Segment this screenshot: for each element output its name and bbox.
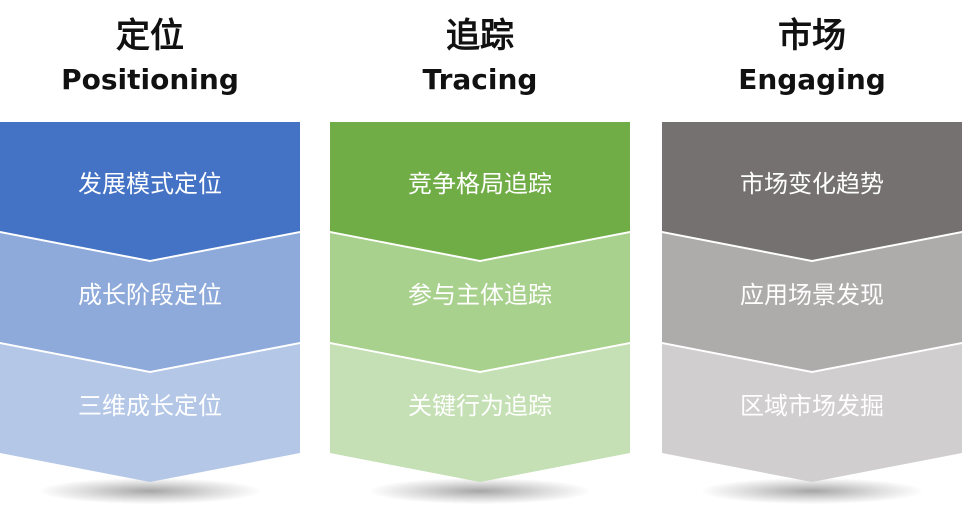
chevron-step: 三维成长定位	[0, 344, 300, 482]
column-title-en: Engaging	[738, 63, 886, 96]
chevron-label: 区域市场发掘	[740, 392, 884, 420]
chevron-step: 竞争格局追踪	[330, 122, 630, 260]
column-engaging: 市场 Engaging 市场变化趋势 应用场景发现 区域市场发掘	[662, 0, 962, 513]
column-tracing: 追踪 Tracing 竞争格局追踪 参与主体追踪 关键行为追踪	[330, 0, 630, 513]
column-title-cn: 定位	[116, 16, 184, 56]
chevron-label: 发展模式定位	[78, 170, 222, 198]
chevron-step: 关键行为追踪	[330, 344, 630, 482]
column-title-en: Tracing	[422, 63, 538, 96]
column-positioning: 定位 Positioning 发展模式定位 成长阶段定位 三维成长定位	[0, 0, 300, 513]
drop-shadow	[702, 478, 922, 504]
drop-shadow	[370, 478, 590, 504]
drop-shadow	[40, 478, 260, 504]
chevron-label: 应用场景发现	[740, 281, 884, 309]
chevron-step: 发展模式定位	[0, 122, 300, 260]
chevron-step: 市场变化趋势	[662, 122, 962, 260]
column-title-cn: 追踪	[446, 16, 514, 56]
chevron-label: 市场变化趋势	[740, 170, 884, 198]
chevron-label: 竞争格局追踪	[408, 170, 552, 198]
column-title-en: Positioning	[61, 63, 239, 96]
chevron-label: 关键行为追踪	[408, 392, 552, 420]
chevron-label: 参与主体追踪	[408, 281, 552, 309]
chevron-label: 成长阶段定位	[78, 281, 222, 309]
column-title-cn: 市场	[778, 16, 846, 56]
chevron-label: 三维成长定位	[78, 392, 222, 420]
